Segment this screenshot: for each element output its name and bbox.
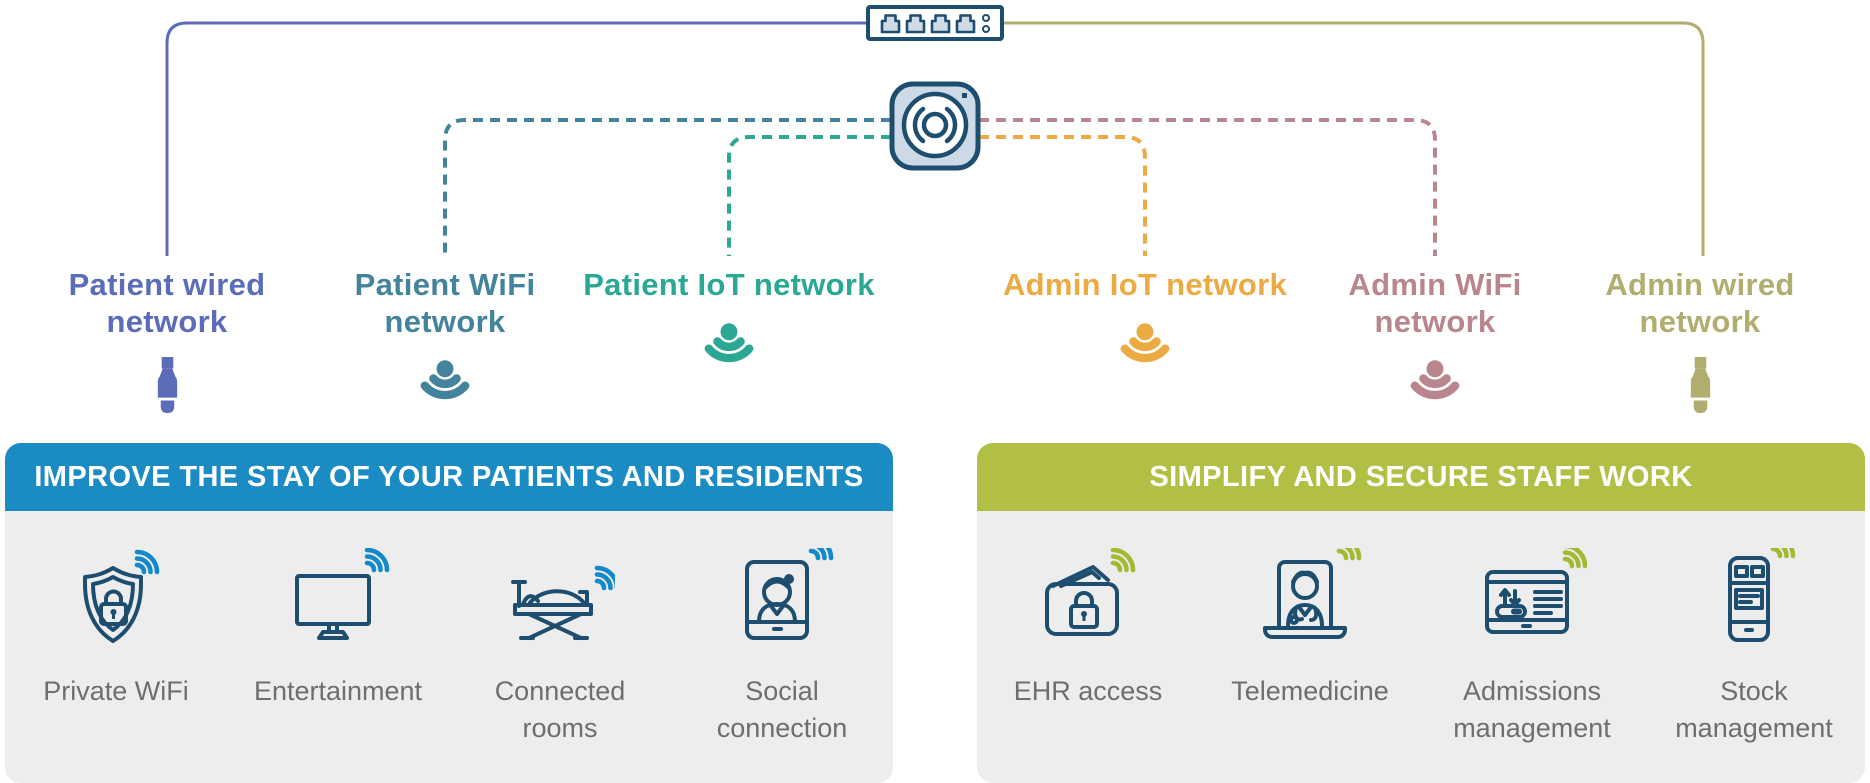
network-admin-iot: Admin IoT network (995, 266, 1295, 380)
patients-panel-header: IMPROVE THE STAY OF YOUR PATIENTS AND RE… (5, 443, 893, 511)
admin-wired-line (1003, 21, 1705, 256)
tv-icon (283, 537, 393, 669)
service-social-connection: Social connection (671, 537, 893, 747)
patient-wifi-line (443, 118, 891, 256)
service-label: Private WiFi (43, 676, 189, 706)
wifi-signal-icon (295, 357, 595, 417)
hospital-bed-icon (505, 537, 615, 669)
service-label: Social connection (716, 676, 848, 743)
admin-iot-line (979, 135, 1147, 256)
patients-panel-title: IMPROVE THE STAY OF YOUR PATIENTS AND RE… (34, 460, 864, 493)
rj45-port-icon (930, 13, 951, 33)
rj45-port-icon (880, 13, 901, 33)
service-admissions-management: Admissions management (1421, 537, 1643, 747)
wifi-signal-icon (579, 320, 879, 380)
switch-led-dots (982, 13, 990, 33)
network-label: Admin WiFi network (1348, 267, 1522, 339)
network-label: Admin wired network (1605, 267, 1795, 339)
patients-panel: IMPROVE THE STAY OF YOUR PATIENTS AND RE… (5, 443, 893, 783)
patient-wired-line (165, 21, 867, 256)
network-label: Admin IoT network (1002, 267, 1288, 302)
wifi-router-icon (889, 81, 981, 171)
ethernet-switch-icon (866, 5, 1004, 41)
phone-stock-icon (1699, 537, 1809, 669)
wifi-signal-icon (995, 320, 1295, 380)
staff-panel: SIMPLIFY AND SECURE STAFF WORK (977, 443, 1865, 783)
service-label: Stock management (1675, 676, 1833, 743)
service-label: Connected rooms (494, 676, 626, 743)
tablet-admissions-icon (1477, 537, 1587, 669)
network-patient-iot: Patient IoT network (579, 266, 879, 380)
service-ehr-access: EHR access (977, 537, 1199, 747)
video-call-icon (727, 537, 837, 669)
service-connected-rooms: Connected rooms (449, 537, 671, 747)
rj45-port-icon (905, 13, 926, 33)
network-admin-wired: Admin wired network (1550, 266, 1850, 417)
admin-wifi-line (979, 118, 1437, 256)
ethernet-plug-icon (1550, 357, 1850, 417)
service-telemedicine: Telemedicine (1199, 537, 1421, 747)
rj45-port-icon (955, 13, 976, 33)
shield-lock-icon (61, 537, 171, 669)
service-label: Entertainment (253, 676, 423, 706)
patient-iot-line (727, 135, 891, 256)
staff-panel-header: SIMPLIFY AND SECURE STAFF WORK (977, 443, 1865, 511)
service-label: EHR access (1013, 676, 1163, 706)
ethernet-plug-icon (17, 357, 317, 417)
staff-panel-title: SIMPLIFY AND SECURE STAFF WORK (1149, 460, 1693, 493)
network-label: Patient wired network (68, 267, 266, 339)
service-label: Telemedicine (1231, 676, 1389, 706)
network-admin-wifi: Admin WiFi network (1285, 266, 1585, 417)
service-private-wifi: Private WiFi (5, 537, 227, 747)
service-entertainment: Entertainment (227, 537, 449, 747)
wifi-signal-icon (1285, 357, 1585, 417)
service-stock-management: Stock management (1643, 537, 1865, 747)
service-label: Admissions management (1453, 676, 1611, 743)
network-label: Patient IoT network (583, 267, 875, 302)
network-patient-wired: Patient wired network (17, 266, 317, 417)
folder-lock-icon (1033, 537, 1143, 669)
network-label: Patient WiFi network (354, 267, 536, 339)
laptop-doctor-icon (1255, 537, 1365, 669)
network-patient-wifi: Patient WiFi network (295, 266, 595, 417)
